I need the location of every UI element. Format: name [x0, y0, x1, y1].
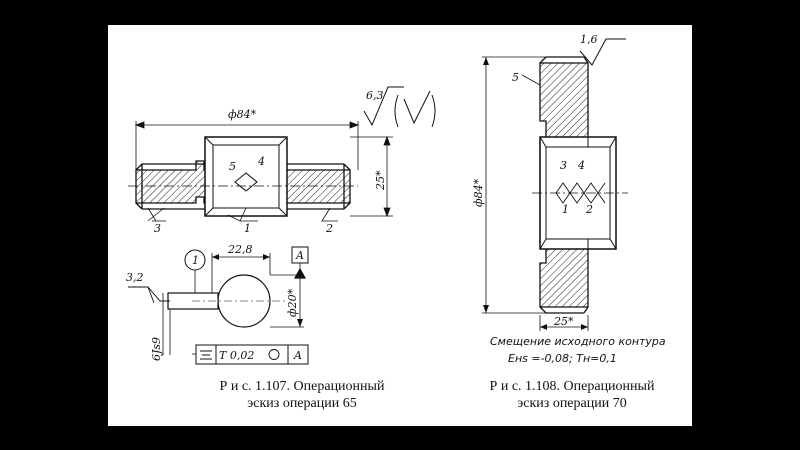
figure-107-bore-detail: [128, 246, 309, 365]
fig108-callout-2: 2: [585, 203, 593, 216]
fig107-bore-dim: ф20*: [286, 288, 299, 317]
fig108-callout-1: 1: [562, 203, 569, 216]
fig107-caption-line2: эскиз операции 65: [247, 396, 357, 411]
fig107-diameter-label: ф84*: [228, 108, 257, 121]
fig108-callout-3: 3: [560, 159, 567, 172]
fig107-offset-dim: 22,8: [227, 243, 253, 256]
fig107-keyway-dim: 6Js9: [150, 337, 163, 361]
fig107-callout-3: 3: [154, 222, 161, 235]
fig108-top-callout: 5: [512, 71, 519, 84]
fig107-callout-1: 1: [244, 222, 251, 235]
fig107-caption: Р и с. 1.107. Операционный эскиз операци…: [182, 378, 422, 412]
fig107-callout-4: 4: [257, 155, 265, 168]
drawing-sheet: ф84* 6,3 25* 5 4 3 1 2: [108, 25, 692, 426]
figure-108-gear-section: [532, 56, 628, 314]
fig107-datum-label: A: [295, 249, 304, 262]
fig107-width-label: 25*: [374, 170, 387, 191]
fig108-note-line1: Смещение исходного контура: [490, 335, 666, 348]
fig108-caption: Р и с. 1.108. Операционный эскиз операци…: [452, 378, 692, 412]
fig108-caption-line2: эскиз операции 70: [517, 396, 627, 411]
fig108-diameter-label: ф84*: [472, 178, 485, 207]
fig107-caption-line1: Р и с. 1.107. Операционный: [219, 379, 385, 394]
figure-108-dimensions: [482, 38, 626, 331]
fig107-tolerance-datum: A: [293, 349, 302, 362]
figure-107-gear-section: [128, 136, 358, 217]
fig108-width-label: 25*: [553, 315, 574, 328]
figure-107-dimensions: [134, 86, 436, 222]
technical-drawing: ф84* 6,3 25* 5 4 3 1 2: [126, 33, 628, 365]
fig107-ref-roughness: 3,2: [126, 271, 144, 284]
fig107-roughness-label: 6,3: [366, 89, 384, 102]
fig107-circle-number: 1: [192, 254, 199, 267]
fig108-note-line2: Eнs =-0,08; Tн=0,1: [508, 352, 617, 365]
fig108-roughness-label: 1,6: [580, 33, 598, 46]
fig108-callout-4: 4: [577, 159, 585, 172]
fig107-tolerance-value: T 0,02: [219, 349, 254, 362]
fig108-caption-line1: Р и с. 1.108. Операционный: [489, 379, 655, 394]
fig107-callout-2: 2: [325, 222, 333, 235]
fig107-callout-5: 5: [229, 160, 236, 173]
